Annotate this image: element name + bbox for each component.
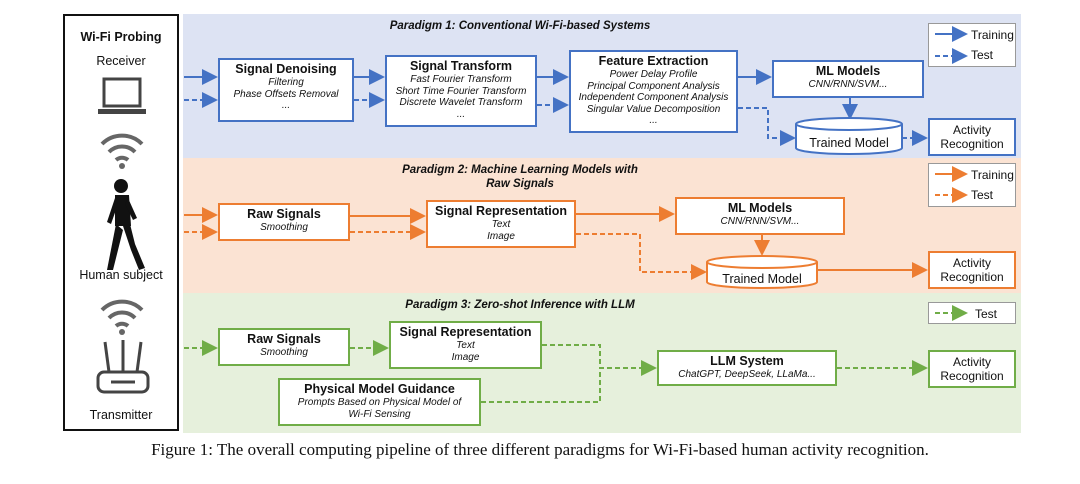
raw-signals-box-3: Raw Signals Smoothing (218, 328, 350, 366)
box-item: Text (456, 340, 475, 351)
legend-test-label: Test (971, 188, 994, 202)
figure-caption: Figure 1: The overall computing pipeline… (151, 440, 929, 459)
paradigm1-test-arrows (184, 48, 968, 146)
physical-model-guidance-box: Physical Model Guidance Prompts Based on… (278, 378, 481, 426)
activity-recognition-box-2: Activity Recognition (928, 251, 1016, 289)
trained-model-label: Trained Model (722, 272, 801, 286)
box-item: Principal Component Analysis (587, 80, 720, 92)
signal-representation-box-2: Signal Representation Text Image (426, 200, 576, 248)
paradigm2-title: Paradigm 2: Machine Learning Models with… (330, 163, 710, 191)
box-title: LLM System (710, 354, 784, 368)
paradigm2-training-arrows (184, 166, 968, 278)
box-title: Signal Representation (399, 325, 532, 339)
signal-representation-box-3: Signal Representation Text Image (389, 321, 542, 369)
activity-recognition-box-3: Activity Recognition (928, 350, 1016, 388)
box-item: Prompts Based on Physical Model of (297, 397, 462, 408)
signal-transform-box: Signal Transform Fast Fourier Transform … (385, 55, 537, 127)
paradigm1-training-arrows (184, 26, 968, 120)
probing-title: Wi-Fi Probing (80, 30, 162, 44)
box-line: Recognition (940, 270, 1004, 284)
box-item: ... (649, 115, 658, 126)
box-title: Raw Signals (247, 332, 321, 346)
feature-extraction-box: Feature Extraction Power Delay Profile P… (569, 50, 738, 133)
box-item: ... (456, 108, 466, 120)
paradigm2-test-arrows (184, 187, 968, 280)
box-title: Signal Representation (435, 204, 567, 218)
human-subject-label: Human subject (79, 268, 163, 282)
box-line: Recognition (940, 369, 1004, 383)
box-title: Raw Signals (247, 207, 321, 221)
box-item: Discrete Wavelet Transform (399, 97, 523, 108)
legend-training-label: Training (971, 168, 1014, 182)
router-icon (96, 340, 150, 394)
wifi-signal-icon (100, 299, 144, 335)
legend-test-label: Test (975, 307, 998, 321)
laptop-icon (98, 77, 146, 114)
ml-models-box-2: ML Models CNN/RNN/SVM... (675, 197, 845, 235)
trained-model-label: Trained Model (809, 136, 888, 150)
ml-models-box-1: ML Models CNN/RNN/SVM... (772, 60, 924, 98)
transmitter-label: Transmitter (89, 408, 153, 422)
box-title: Signal Denoising (235, 62, 337, 76)
activity-recognition-box-1: Activity Recognition (928, 118, 1016, 156)
llm-system-box: LLM System ChatGPT, DeepSeek, LLaMa... (657, 350, 837, 386)
trained-model-cylinder-2: Trained Model (706, 255, 818, 289)
box-item: Phase Offsets Removal (233, 88, 339, 100)
box-line: Activity (952, 355, 991, 369)
box-item: Independent Component Analysis (578, 92, 729, 103)
paradigm1-title: Paradigm 1: Conventional Wi-Fi-based Sys… (389, 20, 651, 32)
legend-test-label: Test (971, 48, 994, 62)
box-item: Image (487, 230, 515, 242)
box-item: Singular Value Decomposition (586, 103, 721, 115)
box-item: Text (491, 219, 511, 230)
box-item: Power Delay Profile (609, 69, 698, 80)
paradigm2-legend: Training Test (928, 163, 1016, 207)
signal-denoising-box: Signal Denoising Filtering Phase Offsets… (218, 58, 354, 122)
box-item: Smoothing (260, 347, 308, 358)
box-item: Smoothing (260, 222, 308, 233)
box-item: Short Time Fourier Transform (395, 85, 527, 97)
box-title: ML Models (727, 201, 793, 215)
box-line: Activity (952, 123, 991, 137)
paradigm2-title-line1: Paradigm 2: Machine Learning Models with (402, 164, 638, 176)
box-title: ML Models (815, 64, 881, 78)
box-title: Feature Extraction (598, 54, 709, 68)
paradigm1-legend: Training Test (928, 23, 1016, 67)
box-item: ChatGPT, DeepSeek, LLaMa... (678, 369, 816, 380)
paradigm3-test-arrows (184, 305, 968, 403)
box-title: Physical Model Guidance (304, 382, 455, 396)
box-title: Signal Transform (409, 59, 513, 73)
box-item: ... (281, 100, 291, 111)
walking-person-icon (107, 179, 145, 270)
box-item: Image (451, 351, 480, 363)
box-item: CNN/RNN/SVM... (720, 216, 800, 227)
receiver-label: Receiver (96, 54, 146, 68)
box-line: Activity (952, 256, 991, 270)
box-item: Wi-Fi Sensing (348, 408, 411, 420)
box-item: Fast Fourier Transform (410, 74, 512, 85)
box-item: Filtering (268, 77, 304, 88)
box-line: Recognition (940, 137, 1004, 151)
raw-signals-box-2: Raw Signals Smoothing (218, 203, 350, 241)
trained-model-cylinder-1: Trained Model (795, 117, 903, 155)
box-item: CNN/RNN/SVM... (808, 79, 888, 90)
paradigm3-title: Paradigm 3: Zero-shot Inference with LLM (405, 299, 635, 311)
wifi-probing-panel: Wi-Fi Probing Receiver Human subject (63, 14, 179, 431)
paradigm2-title-line2: Raw Signals (486, 178, 554, 190)
legend-training-label: Training (971, 28, 1014, 42)
paradigm3-legend: Test (928, 302, 1016, 324)
wifi-signal-icon (100, 133, 144, 169)
